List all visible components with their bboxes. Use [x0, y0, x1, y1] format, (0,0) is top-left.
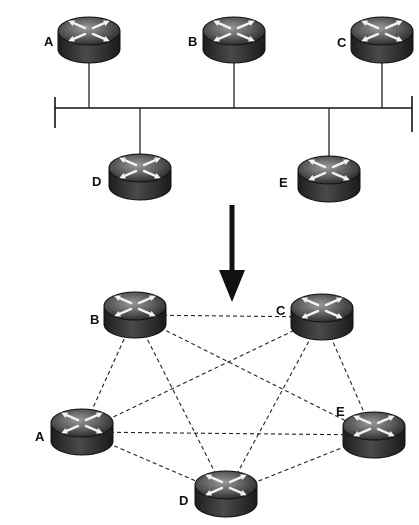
- mesh-link-a-d: [81, 431, 227, 495]
- router-label-top-d: D: [92, 174, 101, 189]
- router-arrows-icon: [114, 295, 156, 317]
- router-top-e: [297, 155, 361, 203]
- router-top: [194, 470, 258, 500]
- router-bottom-d: [194, 470, 258, 518]
- router-arrows-icon: [213, 20, 255, 42]
- router-top-d: [108, 153, 172, 201]
- router-top: [297, 155, 361, 185]
- router-label-bottom-a: A: [35, 429, 45, 444]
- router-arrows-icon: [68, 20, 110, 42]
- router-arrows-icon: [205, 474, 247, 496]
- router-top: [202, 16, 266, 46]
- router-arrows-icon: [308, 159, 350, 181]
- router-top: [290, 293, 354, 323]
- router-bottom-b: [103, 291, 167, 339]
- router-top: [103, 291, 167, 321]
- bottom-network: B C A E D: [35, 291, 406, 518]
- router-label-bottom-d: D: [179, 493, 188, 508]
- top-routers: A B C D E: [44, 16, 414, 203]
- bus-drops: [88, 60, 383, 156]
- mesh-link-a-e: [81, 431, 375, 436]
- router-label-top-b: B: [188, 34, 197, 49]
- router-top: [57, 16, 121, 46]
- router-label-bottom-e: E: [336, 404, 345, 419]
- top-network: A B C D E: [44, 16, 414, 203]
- router-top: [350, 16, 414, 46]
- router-bottom-e: [342, 411, 406, 459]
- router-arrows-icon: [361, 20, 403, 42]
- router-top: [50, 408, 114, 438]
- mesh-link-d-e: [225, 434, 375, 495]
- router-bottom-c: [290, 293, 354, 341]
- router-arrows-icon: [61, 412, 103, 434]
- router-arrows-icon: [119, 157, 161, 179]
- mesh-links: [81, 314, 375, 495]
- down-arrow: [219, 205, 245, 302]
- router-label-top-a: A: [44, 34, 54, 49]
- router-top-b: [202, 16, 266, 64]
- router-top-c: [350, 16, 414, 64]
- router-arrows-icon: [353, 415, 395, 437]
- mesh-link-b-e: [134, 314, 375, 436]
- mesh-link-c-d: [225, 316, 323, 495]
- router-top-a: [57, 16, 121, 64]
- router-top: [342, 411, 406, 441]
- router-bottom-a: [50, 408, 114, 456]
- bottom-routers: B C A E D: [35, 291, 406, 518]
- router-arrows-icon: [301, 297, 343, 319]
- router-label-top-e: E: [279, 175, 288, 190]
- router-label-bottom-b: B: [90, 312, 99, 327]
- router-label-bottom-c: C: [276, 303, 286, 318]
- mesh-link-b-d: [134, 314, 227, 495]
- mesh-link-a-c: [81, 316, 323, 433]
- router-top: [108, 153, 172, 183]
- arrow-head: [219, 270, 245, 302]
- router-label-top-c: C: [337, 35, 347, 50]
